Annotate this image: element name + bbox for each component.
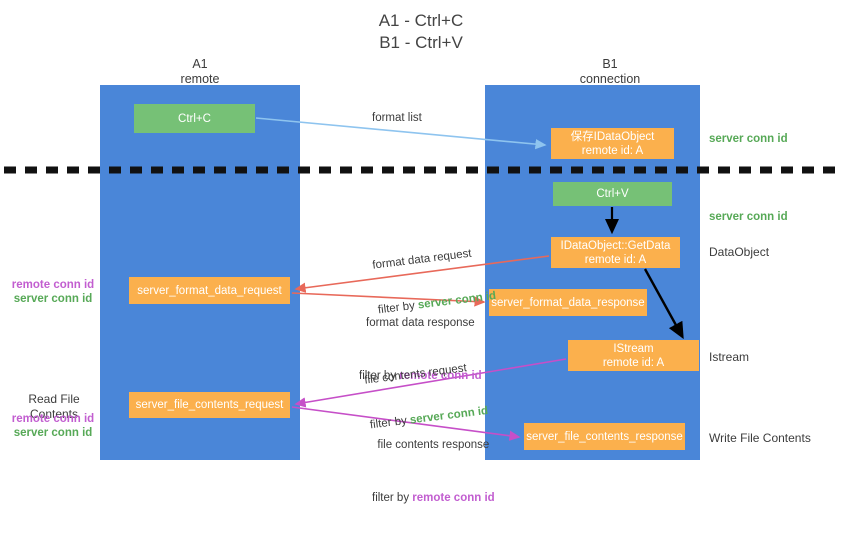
filter-lead-text: filter by [372, 492, 413, 504]
box-save-idataobject[interactable]: 保存IDataObject remote id: A [551, 128, 674, 159]
filter-value-remote-conn-id: remote conn id [412, 492, 495, 504]
edge-label-line-primary: format data request [371, 247, 473, 272]
column-header-b1: B1 connection [579, 57, 641, 86]
box-ctrl-v[interactable]: Ctrl+V [553, 182, 672, 206]
edge-label-line-filter: filter by remote conn id [372, 491, 495, 506]
note-conn-ids-format: remote conn id server conn id [8, 278, 98, 306]
edge-label-file-contents-response: file contents response filter by remote … [372, 408, 495, 536]
column-header-a1: A1 remote [180, 57, 220, 86]
filter-lead-text: filter by [359, 370, 400, 382]
filter-value-remote-conn-id: remote conn id [399, 370, 482, 382]
note-write-file-contents: Write File Contents [709, 431, 811, 445]
box-server-format-data-request[interactable]: server_format_data_request [129, 277, 290, 304]
note-conn-ids-file: remote conn id server conn id [8, 412, 98, 440]
page-title: A1 - Ctrl+C B1 - Ctrl+V [378, 11, 464, 52]
edge-label-format-data-response: format data response filter by remote co… [359, 286, 482, 414]
note-server-conn-id-top: server conn id [709, 133, 788, 145]
note-dataobject: DataObject [709, 245, 770, 259]
note-server-conn-id-middle: server conn id [709, 211, 788, 223]
box-server-file-contents-response[interactable]: server_file_contents_response [524, 423, 685, 450]
note-istream: Istream [709, 350, 750, 364]
diagram-canvas: A1 - Ctrl+C B1 - Ctrl+V A1 remote B1 con… [4, 11, 838, 504]
note-read-file-contents: Read File Contents [28, 392, 80, 421]
box-istream[interactable]: IStream remote id: A [568, 340, 699, 371]
note-remote-conn-id: remote conn id [11, 279, 95, 291]
note-server-conn-id: server conn id [13, 293, 93, 305]
edge-label-format-list: format list [372, 112, 422, 124]
edge-label-line-primary: format data response [366, 317, 475, 329]
box-server-format-data-response[interactable]: server_format_data_response [489, 289, 647, 316]
note-server-conn-id: server conn id [13, 427, 93, 439]
edge-label-line-primary: file contents response [377, 439, 490, 451]
box-server-file-contents-request[interactable]: server_file_contents_request [129, 392, 290, 418]
box-ctrl-c[interactable]: Ctrl+C [134, 104, 255, 133]
edge-label-line-filter: filter by remote conn id [359, 369, 482, 384]
edge-label-line-primary: file contents request [363, 362, 468, 387]
box-idataobject-getdata[interactable]: IDataObject::GetData remote id: A [551, 237, 680, 268]
phase-divider-dashed-line [4, 166, 838, 174]
note-remote-conn-id: remote conn id [11, 413, 95, 425]
